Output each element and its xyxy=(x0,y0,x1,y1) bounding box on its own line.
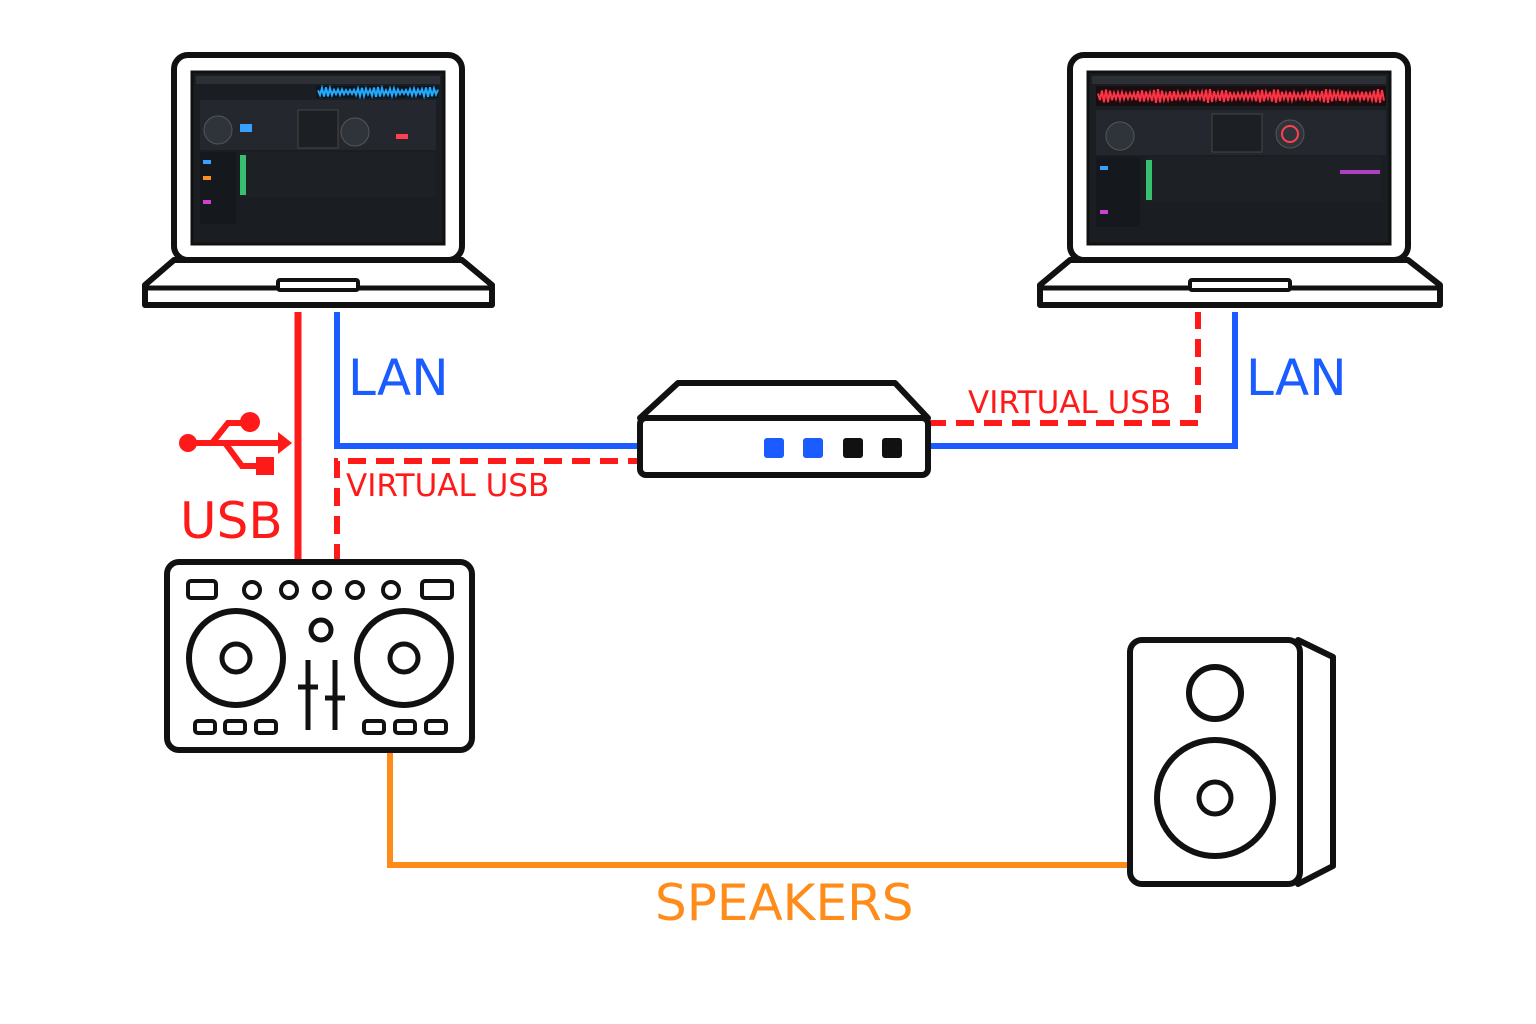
lan-cable-left xyxy=(334,312,640,449)
virtual-usb-label-right: VIRTUAL USB xyxy=(968,385,1171,421)
laptop-icon xyxy=(142,52,495,308)
lan-label-left: LAN xyxy=(348,349,449,407)
speaker-cable xyxy=(387,750,1132,868)
speakers-label: SPEAKERS xyxy=(655,874,914,932)
router-icon xyxy=(637,380,931,478)
usb-icon xyxy=(179,412,292,475)
dj-controller-icon xyxy=(164,559,475,753)
speaker-icon xyxy=(1127,637,1336,887)
waveform-left xyxy=(317,84,439,100)
dj-software-screen xyxy=(1092,76,1386,227)
virtual-usb-cable-right xyxy=(928,312,1201,426)
dj-software-screen xyxy=(196,76,440,224)
virtual-usb-label-left: VIRTUAL USB xyxy=(346,468,549,504)
lan-cable-right xyxy=(928,312,1238,449)
lan-label-right: LAN xyxy=(1246,349,1347,407)
virtual-usb-cable-left xyxy=(334,458,640,562)
usb-label: USB xyxy=(180,492,283,550)
waveform-right xyxy=(1097,88,1385,104)
laptop-icon xyxy=(1037,52,1443,308)
